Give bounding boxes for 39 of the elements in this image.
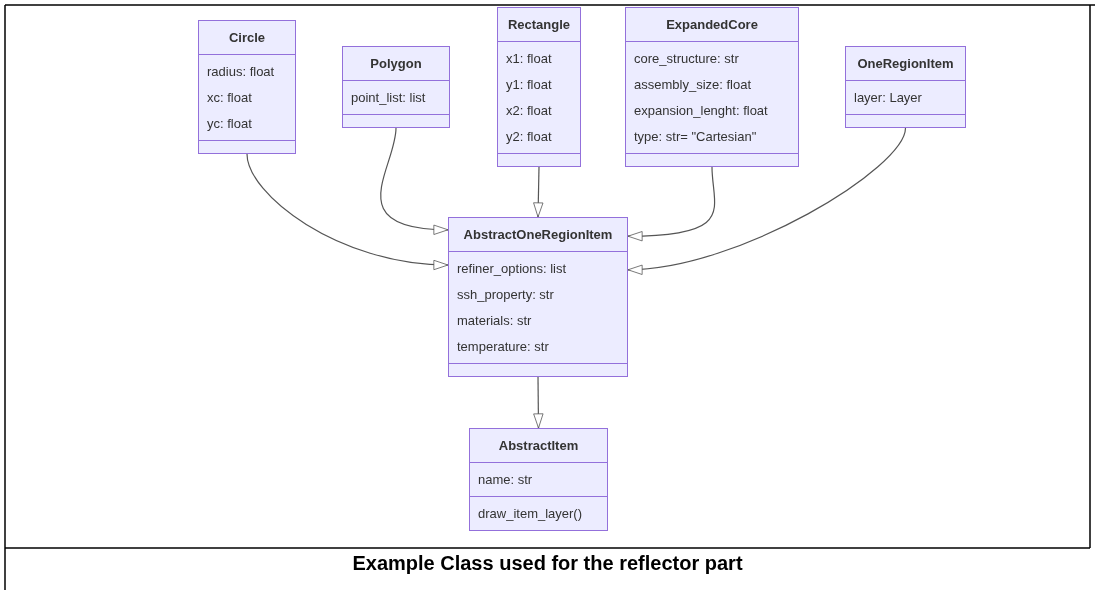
- inheritance-arrow: [627, 166, 716, 241]
- attribute-text: core_structure: str: [634, 50, 740, 68]
- class-name: ExpandedCore: [626, 8, 798, 42]
- class-name: AbstractItem: [470, 429, 607, 463]
- attribute-text: x2: float: [506, 102, 553, 120]
- caption: Example Class used for the reflector part: [351, 552, 744, 575]
- attribute-text: y1: float: [506, 76, 553, 94]
- class-box: [845, 46, 966, 128]
- class-box: [497, 7, 581, 167]
- attribute-text: ssh_property: str: [457, 286, 555, 304]
- attribute-text: materials: str: [457, 312, 533, 330]
- class-name: OneRegionItem: [846, 47, 965, 81]
- attribute-text: yc: float: [207, 115, 253, 133]
- inheritance-arrow: [533, 376, 544, 429]
- attribute-text: layer: Layer: [854, 89, 923, 107]
- class-name: Rectangle: [498, 8, 580, 42]
- attribute-text: y2: float: [506, 128, 553, 146]
- method-text: draw_item_layer(): [478, 505, 584, 523]
- attribute-text: xc: float: [207, 89, 253, 107]
- attribute-text: refiner_options: list: [457, 260, 568, 278]
- class-box: [625, 7, 799, 167]
- class-name: AbstractOneRegionItem: [449, 218, 627, 252]
- attribute-text: assembly_size: float: [634, 76, 753, 94]
- class-box: [469, 428, 608, 531]
- attribute-text: x1: float: [506, 50, 553, 68]
- attribute-text: radius: float: [207, 63, 276, 81]
- attribute-text: type: str= "Cartesian": [634, 128, 758, 146]
- class-box: [342, 46, 450, 128]
- attribute-text: expansion_lenght: float: [634, 102, 769, 120]
- inheritance-arrow: [380, 127, 449, 235]
- attribute-text: temperature: str: [457, 338, 550, 356]
- class-name: Circle: [199, 21, 295, 55]
- inheritance-arrow: [533, 166, 544, 218]
- class-box: [448, 217, 628, 377]
- attribute-text: name: str: [478, 471, 534, 489]
- class-box: [198, 20, 296, 154]
- inheritance-arrow: [627, 127, 907, 274]
- class-name: Polygon: [343, 47, 449, 81]
- attribute-text: point_list: list: [351, 89, 427, 107]
